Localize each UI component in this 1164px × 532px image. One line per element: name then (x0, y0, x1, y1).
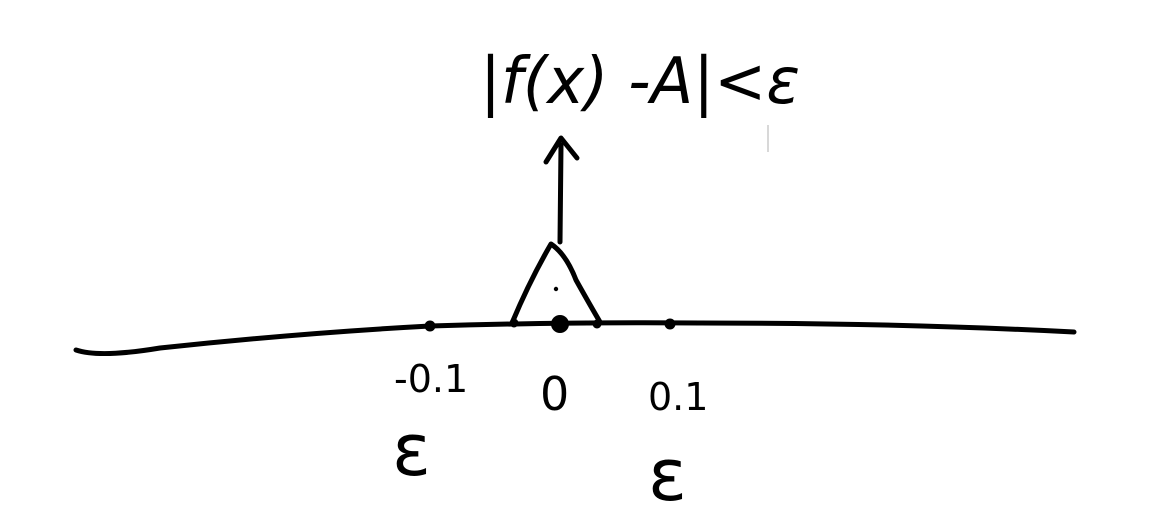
up-arrow (543, 135, 580, 245)
epsilon-right: ε (648, 433, 687, 517)
inequality-expression: |f(x) -A|<ε (480, 45, 800, 119)
point-neg-0-1 (424, 320, 436, 332)
label-zero: 0 (540, 367, 569, 421)
number-line (73, 320, 1077, 357)
point-zero (551, 315, 569, 333)
point-left-bound (509, 318, 519, 328)
point-right-bound (592, 319, 602, 329)
epsilon-left: ε (392, 408, 431, 492)
label-neg-0-1: -0.1 (394, 357, 468, 401)
neighborhood-triangle (509, 241, 603, 326)
point-0-1 (664, 318, 676, 330)
label-0-1: 0.1 (648, 375, 708, 419)
